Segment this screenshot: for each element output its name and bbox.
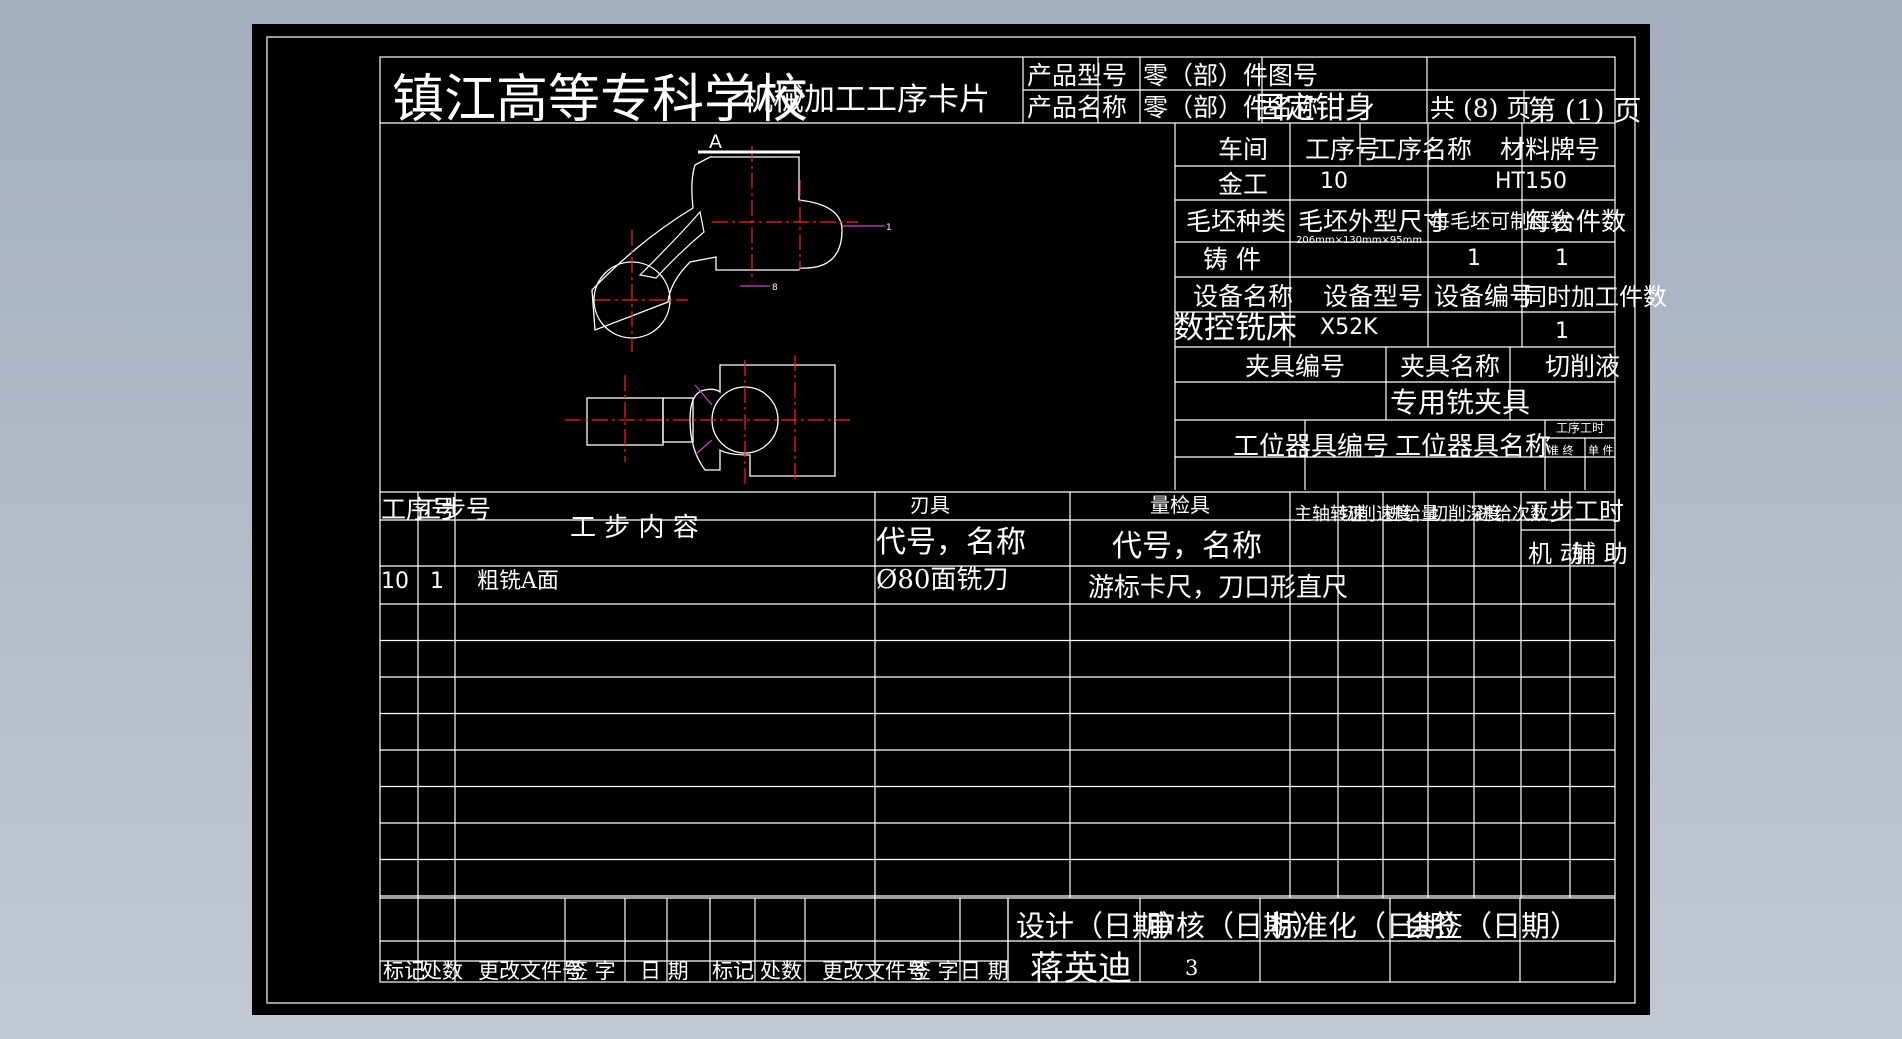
header-step-time: 工步工时	[1524, 497, 1624, 526]
dimension-leader	[694, 439, 713, 456]
header-cut-depth: 切削深度	[1430, 504, 1502, 525]
parts-per-blank-label: 每毛坯可制件数	[1430, 209, 1570, 233]
header-cutter-sub: 代号，名称	[876, 525, 1026, 560]
total-pages: 共 (8) 页	[1430, 94, 1531, 123]
header-op-no: 工序号	[381, 495, 456, 524]
blank-size-label: 毛坯外型尺寸	[1298, 207, 1448, 236]
unit-time-label: 单 件	[1588, 444, 1614, 457]
designer-name: 蒋英迪	[1030, 949, 1132, 989]
part-name: 固定钳身	[1255, 91, 1375, 126]
footer-date-label-2: 日 期	[960, 959, 1009, 983]
material-value: HT150	[1495, 169, 1567, 194]
equip-name-label: 设备名称	[1193, 282, 1293, 311]
countersign-date-label: 会签（日期）	[1405, 909, 1579, 943]
inner-border	[266, 36, 1636, 1004]
dimension-2: 8	[772, 283, 778, 293]
footer-mark-label: 标记	[383, 959, 425, 983]
workshop-value: 金工	[1218, 170, 1268, 199]
header-gauge-sub: 代号，名称	[1112, 529, 1262, 564]
blank-type-value: 铸 件	[1203, 245, 1261, 274]
design-date-label: 设计（日期）	[1016, 909, 1190, 943]
station-tool-name-label: 工位器具名称	[1395, 432, 1551, 462]
fixture-name-value: 专用铣夹具	[1390, 386, 1530, 419]
equip-model-value: X52K	[1320, 315, 1378, 340]
footer-date-label: 日 期	[640, 959, 689, 983]
part-top-view-outline	[689, 364, 836, 477]
coolant-label: 切削液	[1545, 352, 1620, 381]
equip-no-label: 设备编号	[1434, 282, 1534, 311]
blank-type-label: 毛坯种类	[1186, 207, 1286, 236]
header-spindle-speed: 主轴转速	[1294, 504, 1366, 525]
footer-mark-label-2: 标记	[712, 959, 754, 983]
step-no: 1	[430, 569, 444, 594]
standardization-date-label: 标准化（日期）	[1270, 909, 1473, 943]
prep-time-label: 准 终	[1548, 443, 1574, 457]
header-gauge: 量检具	[1150, 493, 1210, 517]
header-step-content: 工 步 内 容	[570, 513, 699, 543]
fixture-no-label: 夹具编号	[1245, 352, 1345, 381]
op-name-label: 工序名称	[1372, 135, 1472, 164]
parts-per-blank-value: 1	[1467, 246, 1481, 271]
simul-parts-value: 1	[1555, 319, 1569, 344]
parts-per-unit-value: 1	[1555, 246, 1569, 271]
header-aux-time: 辅 助	[1572, 540, 1628, 568]
op-hours-label: 工序工时	[1556, 420, 1604, 435]
school-name: 镇江高等专科学校	[392, 70, 808, 130]
step-content: 粗铣A面	[477, 569, 559, 594]
footer-sign-label-2: 签 字	[910, 959, 959, 983]
station-tool-no-label: 工位器具编号	[1233, 432, 1389, 462]
header-cutting-speed: 切削速度	[1340, 504, 1412, 525]
dimension-leader	[694, 384, 713, 406]
equip-name-value: 数控铣床	[1173, 310, 1297, 346]
workshop-label: 车间	[1218, 135, 1268, 164]
header-feed: 进给量	[1385, 504, 1439, 525]
footer-change-doc-label: 更改文件号	[478, 959, 583, 983]
part-rib-slot	[638, 210, 705, 279]
blank-size-value: 206mm×130mm×95mm	[1296, 235, 1422, 246]
page-number: 第 (1) 页	[1528, 94, 1641, 127]
face-a-label: A	[709, 131, 722, 153]
part-drawing-no-label: 零（部）件图号	[1143, 61, 1318, 90]
footer-place-label-2: 处数	[760, 959, 802, 983]
review-date-label: 审核（日期）	[1147, 909, 1321, 943]
op-no-label: 工序号	[1305, 135, 1380, 164]
step-gauge: 游标卡尺，刀口形直尺	[1088, 573, 1348, 603]
simul-parts-label: 同时加工件数	[1523, 283, 1667, 311]
op-no-value: 10	[1320, 169, 1348, 194]
header-step-no: 工步号	[416, 495, 491, 524]
dimension-1: 1	[886, 223, 892, 233]
header-machine-time: 机 动	[1528, 540, 1584, 568]
footer-sign-label: 签 字	[567, 959, 616, 983]
step-op-no: 10	[381, 569, 409, 594]
header-feed-passes: 进给次数	[1476, 504, 1548, 525]
part-front-view-outline	[591, 156, 843, 331]
card-title: 机械加工工序卡片	[742, 82, 990, 118]
product-model-label: 产品型号	[1027, 61, 1127, 90]
header-cutter: 刃具	[910, 493, 950, 517]
parts-per-unit-label: 每台件数	[1526, 207, 1626, 236]
footer-place-label: 处数	[421, 959, 463, 983]
fixture-name-label: 夹具名称	[1400, 352, 1500, 381]
footer-change-doc-label-2: 更改文件号	[822, 959, 927, 983]
equip-model-label: 设备型号	[1323, 282, 1423, 311]
review-value: 3	[1185, 956, 1198, 980]
product-name-label: 产品名称	[1027, 93, 1127, 122]
material-label: 材料牌号	[1500, 135, 1600, 164]
part-name-label: 零（部）件名称	[1143, 93, 1318, 122]
step-cutter: Ø80面铣刀	[876, 565, 1008, 595]
